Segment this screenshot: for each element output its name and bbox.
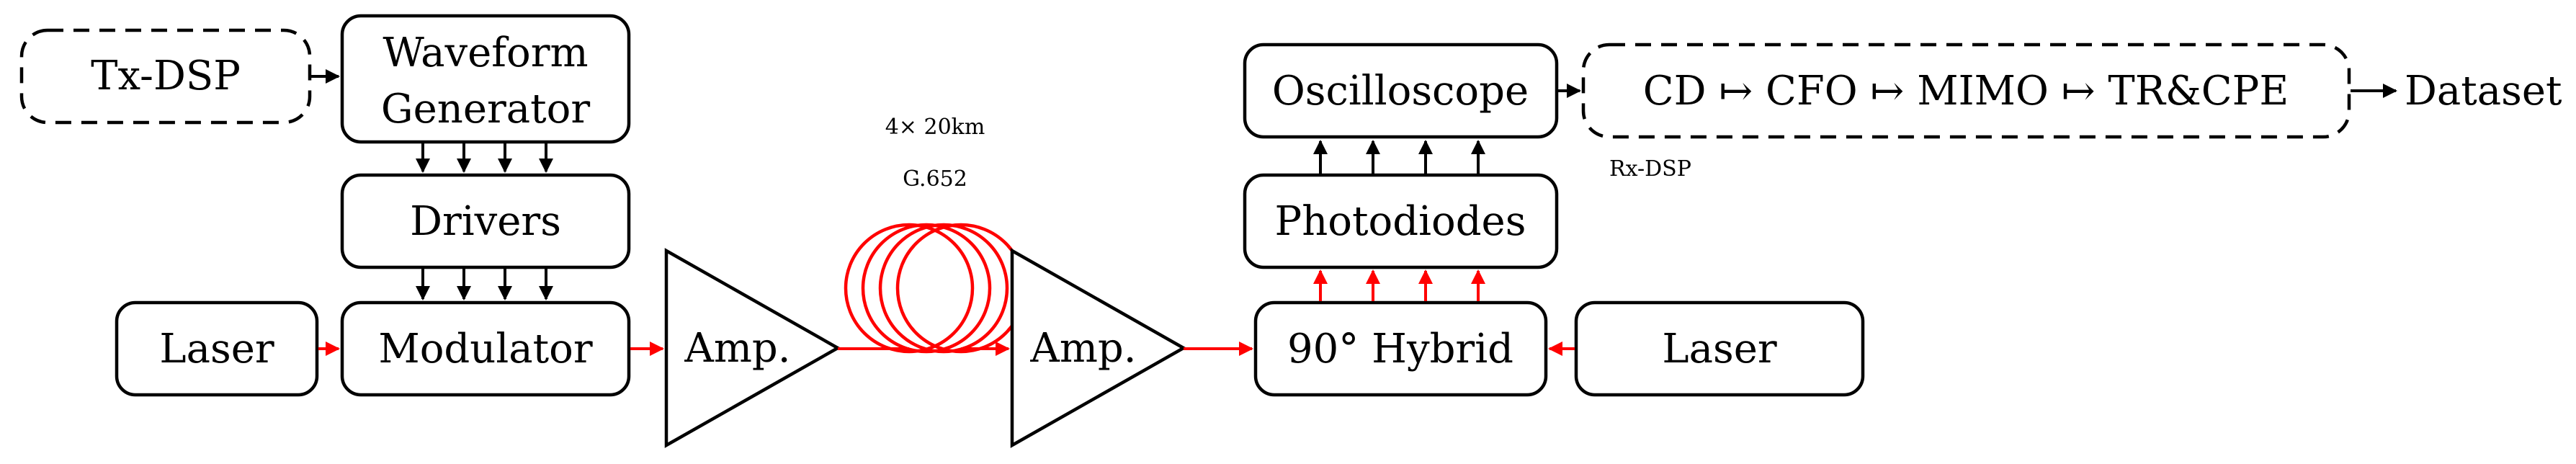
- dataset-label: Dataset: [2405, 68, 2562, 115]
- oscilloscope-label: Oscilloscope: [1272, 68, 1529, 115]
- fiber-type-label: G.652: [903, 166, 967, 192]
- photodiodes-to-oscilloscope-arrows: [1313, 140, 1485, 174]
- rx-dsp-chain-label: CD ↦ CFO ↦ MIMO ↦ TR&CPE: [1643, 68, 2289, 115]
- fiber-span-label: 4× 20km: [885, 115, 985, 140]
- photodiodes-label: Photodiodes: [1275, 198, 1526, 245]
- amplifier-booster-label: Amp.: [684, 325, 790, 372]
- rx-dsp-block: CD ↦ CFO ↦ MIMO ↦ TR&CPE: [1581, 43, 2351, 139]
- laser-tx-block: Laser: [115, 300, 319, 397]
- tx-dsp-label: Tx-DSP: [91, 53, 241, 99]
- drivers-to-modulator-arrows: [416, 269, 553, 300]
- drivers-label: Drivers: [410, 198, 561, 245]
- fiber-spool: [844, 223, 1027, 354]
- waveform-to-drivers-arrows: [416, 143, 553, 173]
- photodiodes-block: Photodiodes: [1243, 173, 1559, 269]
- hybrid-block: 90° Hybrid: [1253, 300, 1548, 397]
- modulator-label: Modulator: [378, 326, 592, 372]
- waveform-generator-label-line2: Generator: [381, 86, 590, 133]
- modulator-block: Modulator: [340, 300, 631, 397]
- laser-tx-label: Laser: [159, 326, 274, 372]
- amplifier-preamp-label: Amp.: [1029, 325, 1136, 372]
- hybrid-label: 90° Hybrid: [1287, 326, 1513, 372]
- oscilloscope-block: Oscilloscope: [1243, 43, 1559, 139]
- hybrid-to-photodiodes-arrows: [1313, 269, 1485, 301]
- rx-dsp-label: Rx-DSP: [1609, 156, 1691, 182]
- laser-lo-label: Laser: [1662, 326, 1776, 372]
- waveform-generator-block: Waveform Generator: [340, 14, 631, 144]
- amplifier-preamp: Amp.: [1010, 248, 1187, 448]
- tx-dsp-block: Tx-DSP: [19, 28, 312, 125]
- laser-lo-block: Laser: [1574, 300, 1865, 397]
- amplifier-booster: Amp.: [664, 248, 841, 448]
- waveform-generator-label-line1: Waveform: [383, 30, 588, 76]
- drivers-block: Drivers: [340, 173, 631, 269]
